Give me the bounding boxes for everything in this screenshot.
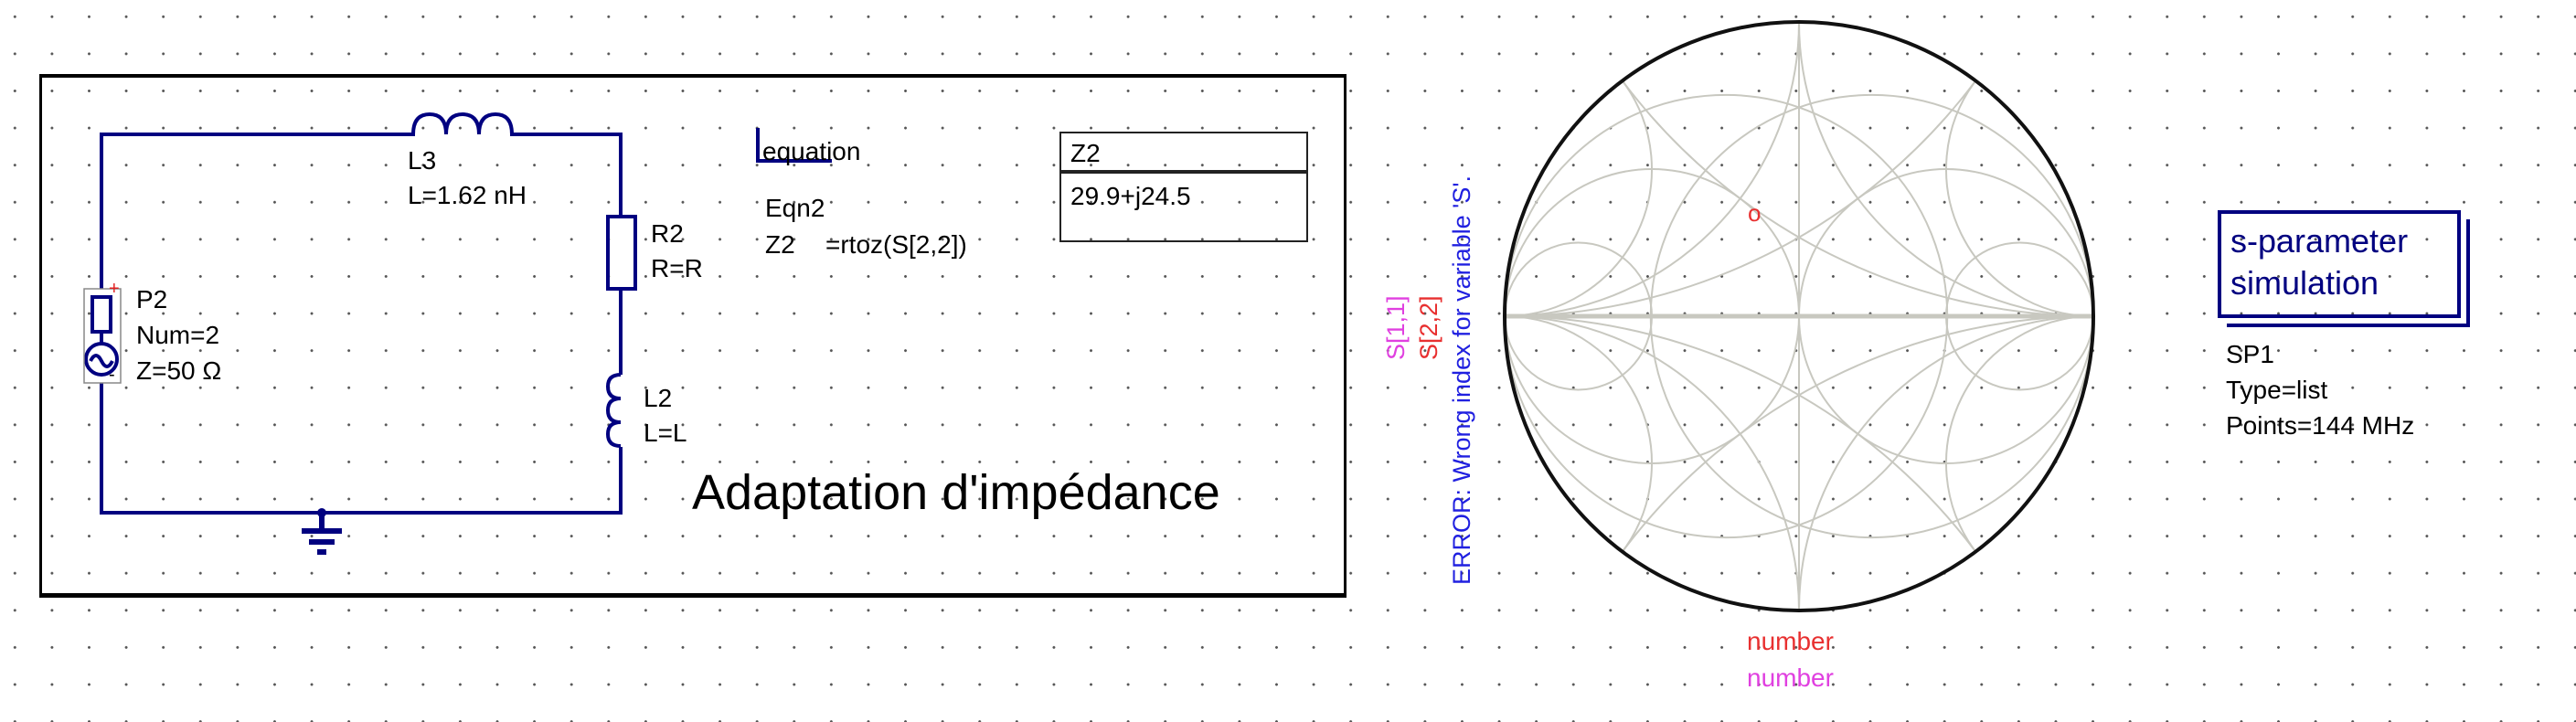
reactance-arc: [1945, 315, 2094, 553]
result-table[interactable]: Z2 29.9+j24.5: [1059, 132, 1308, 242]
inductor-l2: [605, 373, 622, 448]
susceptance-arc: [1504, 315, 1976, 553]
schematic-title[interactable]: Adaptation d'impédance: [692, 465, 1220, 520]
sim-points[interactable]: Points=144 MHz: [2226, 411, 2415, 440]
wire-left: [100, 133, 402, 289]
r2-value[interactable]: R=R: [651, 254, 703, 282]
schematic-frame: [39, 74, 1347, 598]
wire-top-right: [517, 133, 623, 217]
l2-name[interactable]: L2: [644, 384, 673, 412]
p2-impedance[interactable]: Z=50 Ω: [136, 356, 222, 385]
inductor-l3: [402, 111, 521, 136]
reactance-arc: [1798, 21, 2094, 317]
x-label-s22: number: [1747, 627, 1834, 655]
equation-marker: [756, 128, 832, 163]
wire-bottom: [100, 383, 623, 515]
l3-name[interactable]: L3: [408, 146, 437, 175]
equation-var[interactable]: Z2: [765, 230, 795, 259]
p2-name[interactable]: P2: [136, 285, 168, 313]
equation-name[interactable]: Eqn2: [765, 194, 825, 222]
susceptance-arc: [1504, 21, 1800, 317]
s22-marker: o: [1748, 199, 1761, 227]
port-plus-label: +: [109, 279, 120, 299]
susceptance-arc: [1504, 315, 1653, 553]
result-table-header: Z2: [1070, 139, 1101, 167]
ground-symbol: [302, 513, 342, 555]
sim-title-line1: s-parameter: [2230, 222, 2409, 260]
sim-type[interactable]: Type=list: [2226, 376, 2328, 404]
reactance-arc: [1945, 80, 2094, 317]
reactance-arc: [1798, 315, 2094, 611]
sparameter-simulation-block[interactable]: s-parameter simulation: [2218, 210, 2461, 318]
susceptance-arc: [1504, 80, 1976, 317]
equation-expression[interactable]: =rtoz(S[2,2]): [825, 230, 967, 259]
circuit-wires: [83, 111, 832, 555]
smith-outer-circle: [1503, 20, 2095, 612]
susceptance-arc: [1504, 80, 1653, 317]
s11-label: S[1,1]: [1382, 295, 1410, 360]
sim-name[interactable]: SP1: [2226, 340, 2274, 368]
port-minus-label: -: [109, 365, 115, 385]
p2-num[interactable]: Num=2: [136, 321, 220, 349]
r2-name[interactable]: R2: [651, 219, 684, 248]
equation-header[interactable]: equation: [762, 137, 861, 165]
reactance-arc: [1622, 80, 2094, 317]
error-message: ERROR: Wrong index for variable 'S'.: [1448, 175, 1475, 585]
resistor-r2: [606, 215, 637, 291]
x-label-s11: number: [1747, 664, 1834, 692]
sim-title-line2: simulation: [2230, 264, 2379, 302]
s22-label: S[2,2]: [1415, 295, 1442, 360]
result-table-value: 29.9+j24.5: [1070, 182, 1191, 210]
l3-value[interactable]: L=1.62 nH: [408, 181, 527, 209]
l2-value[interactable]: L=L: [644, 419, 687, 447]
susceptance-arc: [1504, 315, 1800, 611]
reactance-arc: [1622, 315, 2094, 553]
